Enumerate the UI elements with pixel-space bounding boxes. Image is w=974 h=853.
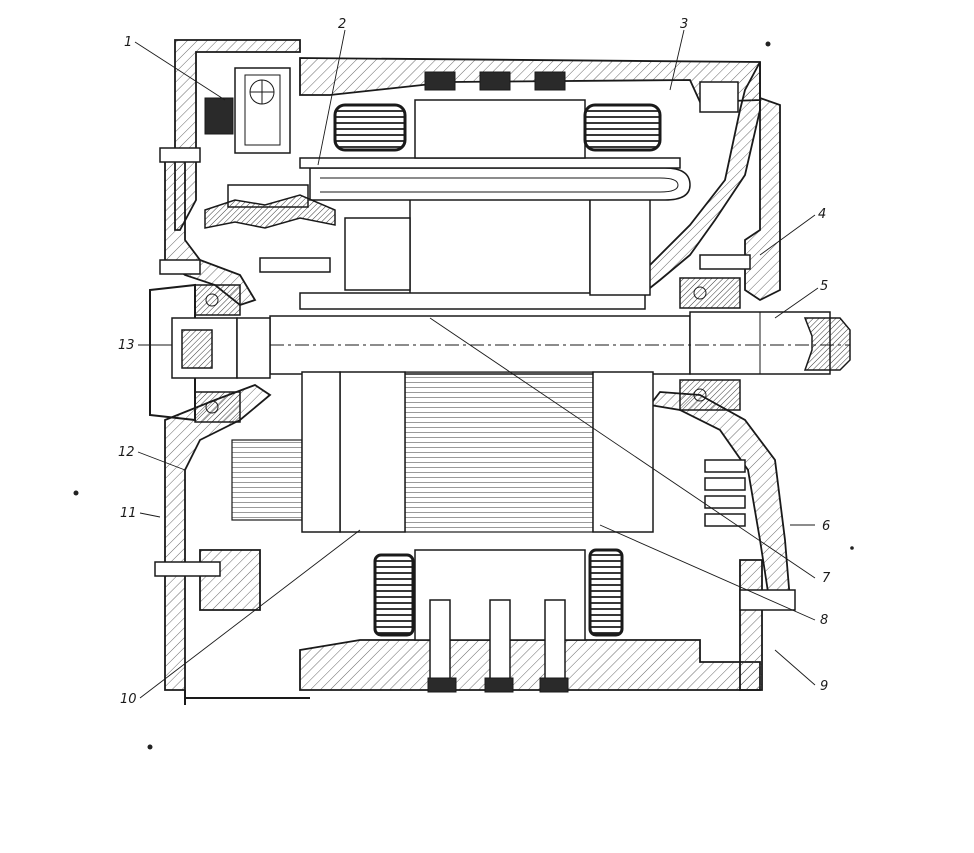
callout-labels: 1 2 3 4 5 6 7 8 9 10 11 12 13 [118,17,831,707]
leader-8 [599,524,816,621]
leader-10 [139,529,361,699]
end-cover-unit [149,283,271,422]
callout-5: 5 [820,279,828,294]
leader-11 [139,512,161,518]
callout-11: 11 [120,506,137,521]
callout-3: 3 [680,17,688,32]
upper-poles [333,71,739,159]
leader-4 [759,214,816,256]
leader-7 [429,317,816,579]
callout-2: 2 [338,17,346,32]
brush-holder [204,67,336,229]
leader-12 [137,451,186,471]
rotor-core [231,371,654,533]
leader-5 [774,287,819,319]
callout-10: 10 [120,692,137,707]
callout-7: 7 [822,571,831,586]
callout-4: 4 [818,207,826,222]
upper-duct [299,157,691,201]
bearings [194,277,741,423]
callout-1: 1 [124,35,132,50]
lower-poles [373,548,624,693]
bolts [154,147,751,577]
leader-2 [317,29,346,166]
shaft [269,311,851,375]
callout-6: 6 [822,519,830,534]
callout-13: 13 [118,338,135,353]
leader-1 [134,41,226,101]
leader-lines [134,29,819,699]
callout-12: 12 [118,445,135,460]
callout-9: 9 [820,679,828,694]
leader-9 [774,649,816,686]
callout-8: 8 [820,613,828,628]
leader-3 [669,29,685,91]
upper-core [299,194,651,310]
